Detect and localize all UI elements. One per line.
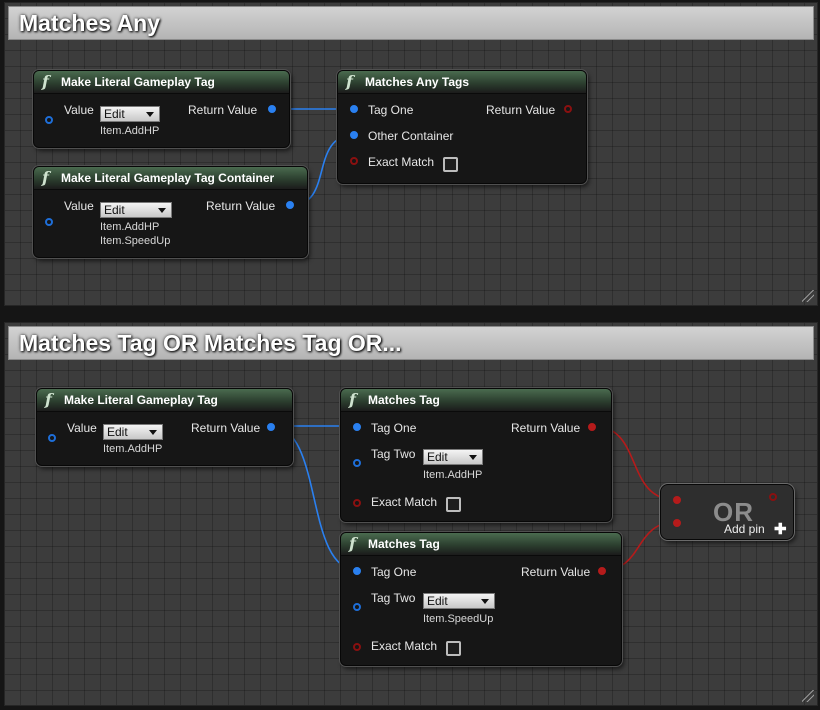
or-input-pin-a[interactable] (673, 496, 681, 504)
node-make-literal-gameplay-tag[interactable]: f Make Literal Gameplay Tag Value Edit I… (33, 70, 290, 148)
value-label: Value (64, 199, 94, 213)
node-or[interactable]: OR Add pin ✚ (660, 484, 794, 540)
node-title: Make Literal Gameplay Tag (61, 75, 215, 89)
chevron-down-icon (469, 455, 477, 460)
tag-two-input-pin[interactable] (353, 459, 361, 467)
exact-match-input-pin[interactable] (353, 499, 361, 507)
tag-value: Item.SpeedUp (100, 235, 171, 247)
value-input-pin[interactable] (48, 434, 56, 442)
tag-one-input-pin[interactable] (353, 567, 361, 575)
node-header: f Make Literal Gameplay Tag Container (34, 167, 307, 190)
return-value-label: Return Value (206, 199, 276, 213)
or-output-pin[interactable] (769, 493, 777, 501)
return-value-output-pin[interactable] (564, 105, 572, 113)
chevron-down-icon (146, 112, 154, 117)
function-icon: f (42, 168, 49, 187)
chevron-down-icon (149, 430, 157, 435)
function-icon: f (349, 390, 356, 409)
panel-title: Matches Tag OR Matches Tag OR... (19, 330, 402, 356)
node-header: f Make Literal Gameplay Tag (34, 71, 289, 94)
return-value-label: Return Value (188, 103, 258, 117)
other-container-input-pin[interactable] (350, 131, 358, 139)
node-make-literal-gameplay-tag[interactable]: f Make Literal Gameplay Tag Value Edit I… (36, 388, 293, 466)
tag-one-input-pin[interactable] (350, 105, 358, 113)
chevron-down-icon (158, 208, 166, 213)
resize-grip-icon[interactable] (802, 690, 814, 702)
exact-match-input-pin[interactable] (350, 157, 358, 165)
node-title: Make Literal Gameplay Tag Container (61, 171, 275, 185)
node-title: Make Literal Gameplay Tag (64, 393, 218, 407)
tag-two-edit-dropdown[interactable]: Edit (423, 449, 483, 465)
tag-two-label: Tag Two (371, 591, 416, 605)
tag-one-label: Tag One (371, 421, 417, 435)
node-matches-tag-1[interactable]: f Matches Tag Tag One Tag Two Edit Item.… (340, 388, 612, 522)
resize-grip-icon[interactable] (802, 290, 814, 302)
tag-edit-dropdown[interactable]: Edit (103, 424, 163, 440)
dropdown-label: Edit (104, 107, 125, 121)
node-matches-tag-2[interactable]: f Matches Tag Tag One Tag Two Edit Item.… (340, 532, 622, 666)
tag-one-label: Tag One (368, 103, 414, 117)
function-icon: f (349, 534, 356, 553)
node-header: f Matches Any Tags (338, 71, 586, 94)
panel-header[interactable]: Matches Any (8, 6, 814, 40)
tag-value: Item.AddHP (103, 443, 163, 455)
value-label: Value (64, 103, 94, 117)
return-value-label: Return Value (191, 421, 261, 435)
return-value-output-pin[interactable] (268, 105, 276, 113)
return-value-label: Return Value (511, 421, 581, 435)
comment-panel-matches-tag-or[interactable]: Matches Tag OR Matches Tag OR... f Make … (4, 322, 818, 706)
tag-two-label: Tag Two (371, 447, 416, 461)
exact-match-label: Exact Match (371, 639, 438, 653)
plus-icon[interactable]: ✚ (774, 521, 787, 538)
dropdown-label: Edit (427, 594, 448, 608)
or-input-pin-b[interactable] (673, 519, 681, 527)
tag-one-label: Tag One (371, 565, 417, 579)
exact-match-input-pin[interactable] (353, 643, 361, 651)
tag-value: Item.AddHP (100, 125, 160, 137)
panel-title: Matches Any (19, 10, 161, 36)
node-title: Matches Any Tags (365, 75, 470, 89)
tag-one-input-pin[interactable] (353, 423, 361, 431)
dropdown-label: Edit (104, 203, 125, 217)
dropdown-label: Edit (427, 450, 448, 464)
node-header: f Make Literal Gameplay Tag (37, 389, 292, 412)
node-make-literal-gameplay-tag-container[interactable]: f Make Literal Gameplay Tag Container Va… (33, 166, 308, 258)
node-header: f Matches Tag (341, 389, 611, 412)
tag-value: Item.AddHP (100, 221, 160, 233)
tag-value: Item.SpeedUp (423, 613, 494, 625)
panel-header[interactable]: Matches Tag OR Matches Tag OR... (8, 326, 814, 360)
exact-match-checkbox[interactable] (446, 641, 461, 656)
chevron-down-icon (481, 599, 489, 604)
tag-two-input-pin[interactable] (353, 603, 361, 611)
function-icon: f (346, 72, 353, 91)
tag-two-edit-dropdown[interactable]: Edit (423, 593, 495, 609)
return-value-output-pin[interactable] (588, 423, 596, 431)
value-input-pin[interactable] (45, 218, 53, 226)
tag-edit-dropdown[interactable]: Edit (100, 106, 160, 122)
tag-value: Item.AddHP (423, 469, 483, 481)
return-value-output-pin[interactable] (598, 567, 606, 575)
exact-match-checkbox[interactable] (446, 497, 461, 512)
other-container-label: Other Container (368, 129, 454, 143)
return-value-output-pin[interactable] (267, 423, 275, 431)
function-icon: f (45, 390, 52, 409)
return-value-output-pin[interactable] (286, 201, 294, 209)
node-title: Matches Tag (368, 393, 440, 407)
exact-match-label: Exact Match (368, 155, 435, 169)
function-icon: f (42, 72, 49, 91)
comment-panel-matches-any[interactable]: Matches Any f Make Literal Gameplay Tag … (4, 2, 818, 306)
add-pin-label[interactable]: Add pin (724, 522, 765, 536)
node-header: f Matches Tag (341, 533, 621, 556)
node-matches-any-tags[interactable]: f Matches Any Tags Tag One Other Contain… (337, 70, 587, 184)
return-value-label: Return Value (521, 565, 591, 579)
value-label: Value (67, 421, 97, 435)
node-title: Matches Tag (368, 537, 440, 551)
value-input-pin[interactable] (45, 116, 53, 124)
dropdown-label: Edit (107, 425, 128, 439)
exact-match-checkbox[interactable] (443, 157, 458, 172)
container-edit-dropdown[interactable]: Edit (100, 202, 172, 218)
return-value-label: Return Value (486, 103, 556, 117)
exact-match-label: Exact Match (371, 495, 438, 509)
or-label: OR (713, 497, 754, 527)
